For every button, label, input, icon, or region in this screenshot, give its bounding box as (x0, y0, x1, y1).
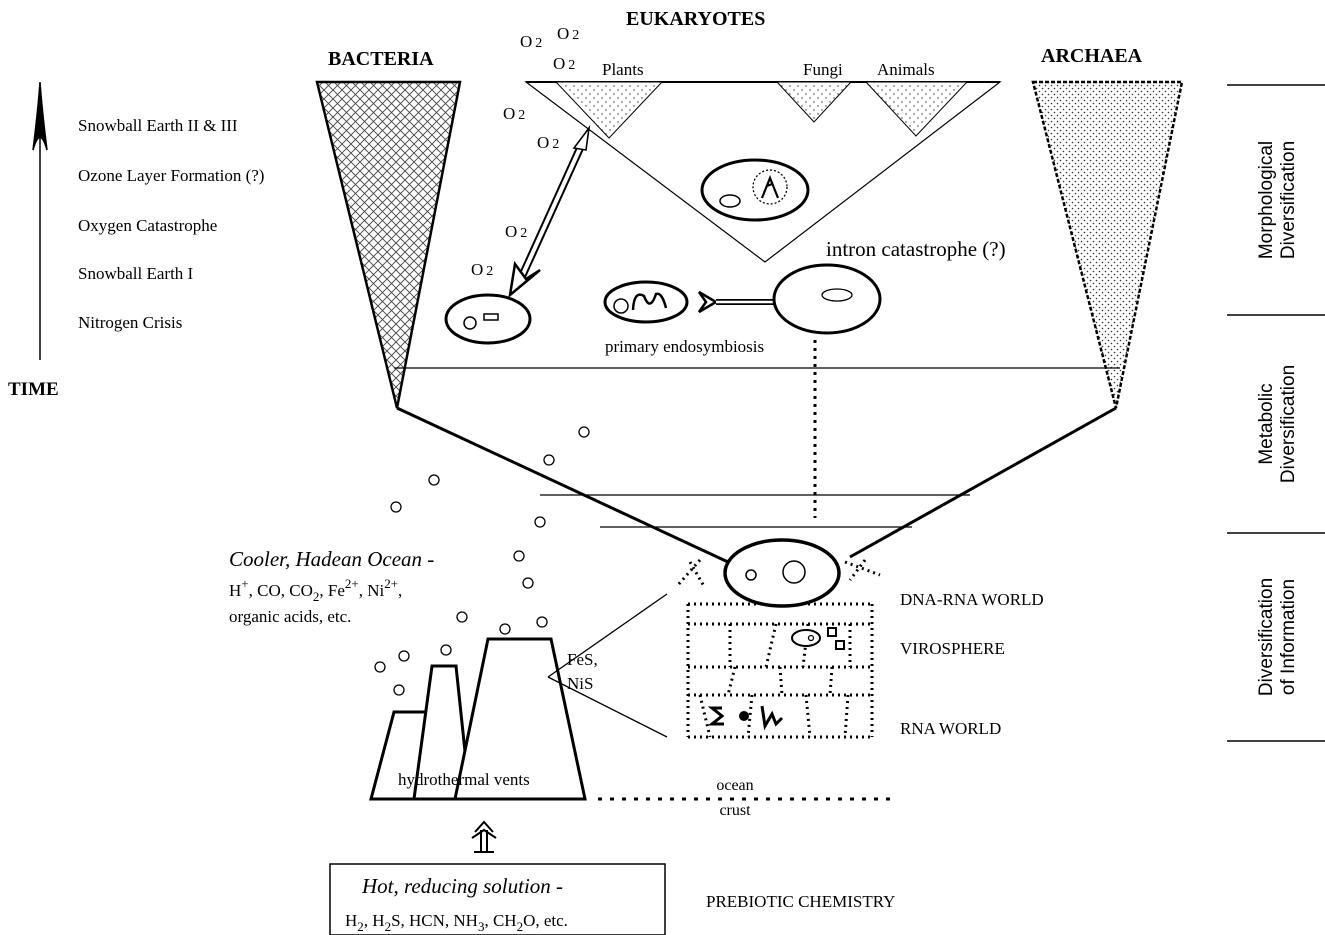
time-axis-label: TIME (8, 379, 59, 400)
crust-label-line: crust (719, 802, 751, 819)
funnel-right (849, 406, 1117, 559)
animals-wedge (864, 81, 969, 137)
fungi-wedge (775, 81, 853, 123)
label-animals: Animals (877, 60, 935, 79)
solution-compounds: H2, H2S, HCN, NH3, CH2O, etc. (345, 911, 568, 934)
event-oxygen-catastrophe: Oxygen Catastrophe (78, 216, 217, 235)
minerals-label: FeS, NiS (567, 650, 598, 693)
event-snowball-earth-2-3: Snowball Earth II & III (78, 116, 238, 135)
time-arrow (32, 81, 48, 360)
reducing-solution-box (329, 863, 666, 935)
event-ozone-layer: Ozone Layer Formation (?) (78, 166, 264, 185)
phase-information: Diversificationof Information (1256, 578, 1299, 696)
oxygen-arrow (508, 125, 591, 299)
primary-endosymbiosis-label: primary endosymbiosis (605, 337, 764, 356)
world-dna-rna: DNA-RNA WORLD (900, 590, 1044, 609)
label-plants: Plants (602, 60, 644, 79)
ocean-title: Cooler, Hadean Ocean - (229, 547, 434, 571)
archaea-wedge (1031, 80, 1184, 409)
mineral-nis: NiS (567, 674, 593, 693)
crust-label: ocean crust (716, 777, 753, 819)
eukaryote-cell-icon (700, 158, 810, 222)
ocean-acids: organic acids, etc. (229, 607, 351, 626)
intron-catastrophe-label: intron catastrophe (?) (826, 237, 1006, 261)
host-cell-icon (772, 263, 882, 335)
mineral-connector-bottom (547, 676, 668, 738)
upward-arrow (471, 820, 497, 853)
prebiotic-chemistry-label: PREBIOTIC CHEMISTRY (706, 892, 895, 911)
virus-icon (791, 627, 845, 650)
bacteria-wedge (315, 80, 462, 409)
vents-label: hydrothermal vents (398, 770, 530, 789)
endosymbiont-cell-icon (603, 280, 689, 324)
ocean-ions: H+, CO, CO2, Fe2+, Ni2+, (229, 576, 402, 604)
label-fungi: Fungi (803, 60, 843, 79)
world-rna: RNA WORLD (900, 719, 1001, 738)
rna-molecules-icon (707, 705, 784, 731)
phase-scale: MorphologicalDiversification MetabolicDi… (1227, 84, 1325, 742)
world-virosphere: VIROSPHERE (900, 639, 1005, 658)
world-grid (676, 559, 881, 739)
timeline: TIME Snowball Earth II & III Ozone Layer… (8, 81, 264, 400)
phase-morphological: MorphologicalDiversification (1256, 141, 1299, 259)
mineral-fes: FeS, (567, 650, 598, 669)
funnel-left (396, 406, 729, 564)
plants-wedge (554, 81, 664, 139)
header-bacteria: BACTERIA (328, 48, 434, 70)
header-archaea: ARCHAEA (1041, 45, 1143, 67)
event-snowball-earth-1: Snowball Earth I (78, 264, 194, 283)
mineral-connector-top (547, 593, 668, 678)
phase-metabolic: MetabolicDiversification (1256, 365, 1299, 483)
event-nitrogen-crisis: Nitrogen Crisis (78, 313, 182, 332)
luca-cell-icon (723, 538, 841, 608)
crust-label-line: ocean (716, 777, 753, 794)
solution-title: Hot, reducing solution - (361, 874, 563, 898)
bacterium-cell-icon (444, 293, 532, 345)
bubbles (374, 426, 590, 696)
header-eukaryotes: EUKARYOTES (626, 8, 765, 30)
